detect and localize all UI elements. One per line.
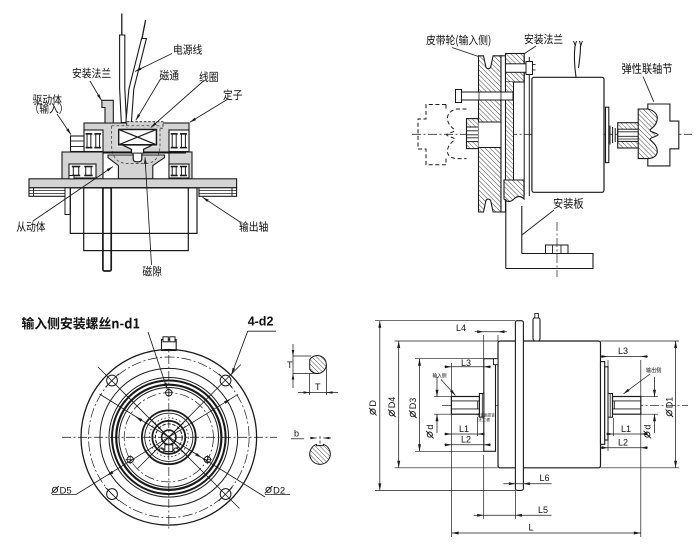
svg-text:D5: D5 (60, 485, 72, 496)
svg-text:L2: L2 (461, 435, 471, 445)
svg-text:L5: L5 (538, 505, 548, 515)
svg-text:L2: L2 (618, 437, 628, 447)
svg-text:b: b (294, 429, 299, 439)
svg-text:L1: L1 (459, 424, 469, 434)
svg-text:D3: D3 (408, 398, 418, 410)
svg-text:D1: D1 (665, 397, 675, 409)
svg-text:4-d2: 4-d2 (248, 315, 274, 329)
svg-text:L6: L6 (540, 473, 550, 483)
svg-text:D: D (368, 400, 378, 407)
svg-text:T: T (315, 382, 321, 392)
svg-text:L3: L3 (461, 358, 471, 368)
svg-text:L: L (529, 523, 534, 533)
svg-text:d: d (643, 425, 653, 430)
svg-text:L3: L3 (618, 346, 628, 356)
svg-text:L4: L4 (456, 323, 466, 333)
svg-text:L1: L1 (621, 424, 631, 434)
svg-text:d: d (425, 425, 435, 430)
svg-text:D4: D4 (387, 397, 397, 409)
svg-text:D2: D2 (273, 485, 285, 496)
svg-text:T: T (287, 360, 293, 370)
